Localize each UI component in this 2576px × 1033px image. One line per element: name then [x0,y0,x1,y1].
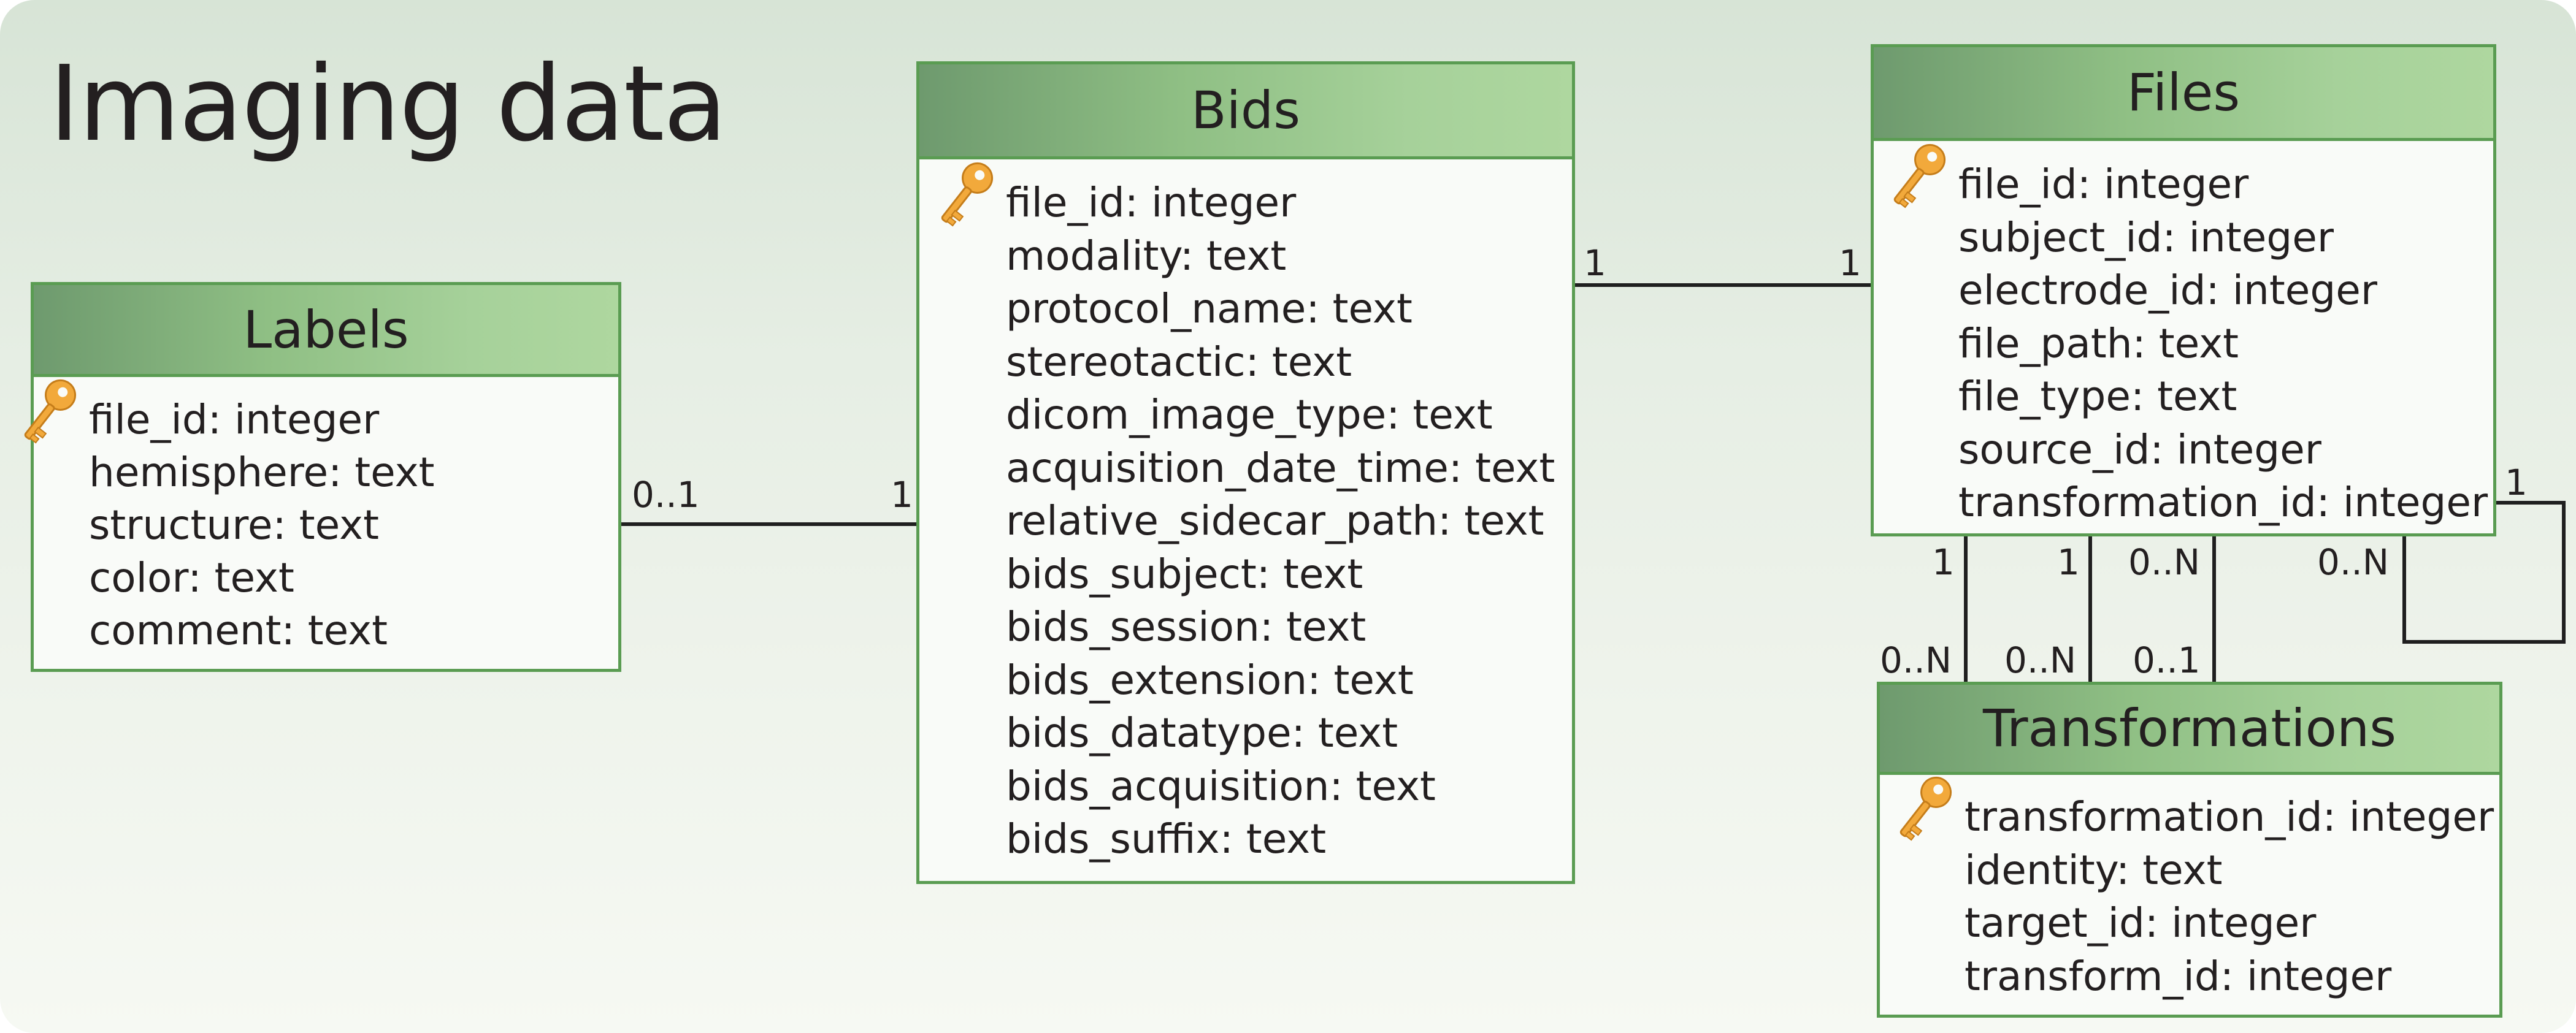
table-files-field: subject_id: integer [1958,213,2334,261]
primary-key-icon [1886,769,1960,852]
table-files-field: file_id: integer [1958,161,2249,208]
mult-bids-files-bids-end: 1 [1584,242,1606,284]
primary-key-icon [1880,137,1953,219]
table-labels-field: file_id: integer [89,396,380,443]
table-bids-field: modality: text [1006,232,1287,280]
table-bids-field: relative_sidecar_path: text [1006,497,1544,544]
table-bids[interactable]: Bids file_id: integer modality: text proto… [916,61,1575,884]
table-files-field: file_path: text [1958,319,2239,367]
table-labels[interactable]: Labels file_id: integer hemisphere: text s… [24,282,621,672]
mult-labels-bids-bids-end: 1 [891,474,913,516]
table-bids-field: stereotactic: text [1006,338,1352,386]
primary-key-icon [927,155,1001,237]
table-files-field: electrode_id: integer [1958,267,2378,314]
mult-files-trans-3-trans-end: 0..1 [2133,639,2201,681]
table-labels-field: comment: text [89,607,388,654]
table-bids-field: acquisition_date_time: text [1006,444,1555,492]
table-files-field: transformation_id: integer [1958,479,2488,526]
table-bids-field: bids_acquisition: text [1006,762,1436,810]
table-labels-field: color: text [89,554,294,601]
table-bids-field: bids_suffix: text [1006,815,1327,863]
table-labels-field: hemisphere: text [89,449,435,496]
mult-files-trans-2-files-end: 1 [2057,541,2080,583]
table-bids-field: bids_datatype: text [1006,709,1398,757]
page-title: Imaging data [49,44,727,165]
line-files-self [2402,501,2566,644]
table-transformations-field: identity: text [1965,846,2223,894]
table-files-field: file_type: text [1958,373,2237,420]
table-bids-field: dicom_image_type: text [1006,391,1493,438]
table-files[interactable]: Files file_id: integer subject_id: intege… [1871,44,2496,536]
mult-labels-bids-labels-end: 0..1 [632,474,700,516]
table-bids-field: bids_subject: text [1006,550,1363,598]
table-bids-field: protocol_name: text [1006,285,1413,332]
table-labels-field: structure: text [89,501,379,549]
table-files-header: Files [1871,44,2496,141]
mult-files-trans-3-files-end: 0..N [2128,541,2201,583]
table-transformations-field: transformation_id: integer [1965,793,2494,841]
mult-files-self-end-a: 1 [2505,462,2528,503]
primary-key-icon [10,372,84,454]
table-bids-field: bids_extension: text [1006,656,1414,704]
mult-files-trans-1-trans-end: 0..N [1880,639,1952,681]
table-files-field: source_id: integer [1958,425,2321,473]
mult-files-self-end-b: 0..N [2317,541,2390,583]
table-transformations-header: Transformations [1877,682,2502,775]
table-labels-header: Labels [31,282,621,377]
table-bids-field: bids_session: text [1006,603,1367,650]
mult-files-trans-2-trans-end: 0..N [2004,639,2077,681]
table-transformations-field: target_id: integer [1965,899,2317,947]
table-transformations[interactable]: Transformations transformation_id: integ… [1877,682,2502,1018]
mult-bids-files-files-end: 1 [1839,242,1861,284]
table-bids-field: file_id: integer [1006,179,1297,226]
mult-files-trans-1-files-end: 1 [1932,541,1955,583]
table-bids-header: Bids [916,61,1575,159]
table-transformations-field: transform_id: integer [1965,952,2392,1000]
